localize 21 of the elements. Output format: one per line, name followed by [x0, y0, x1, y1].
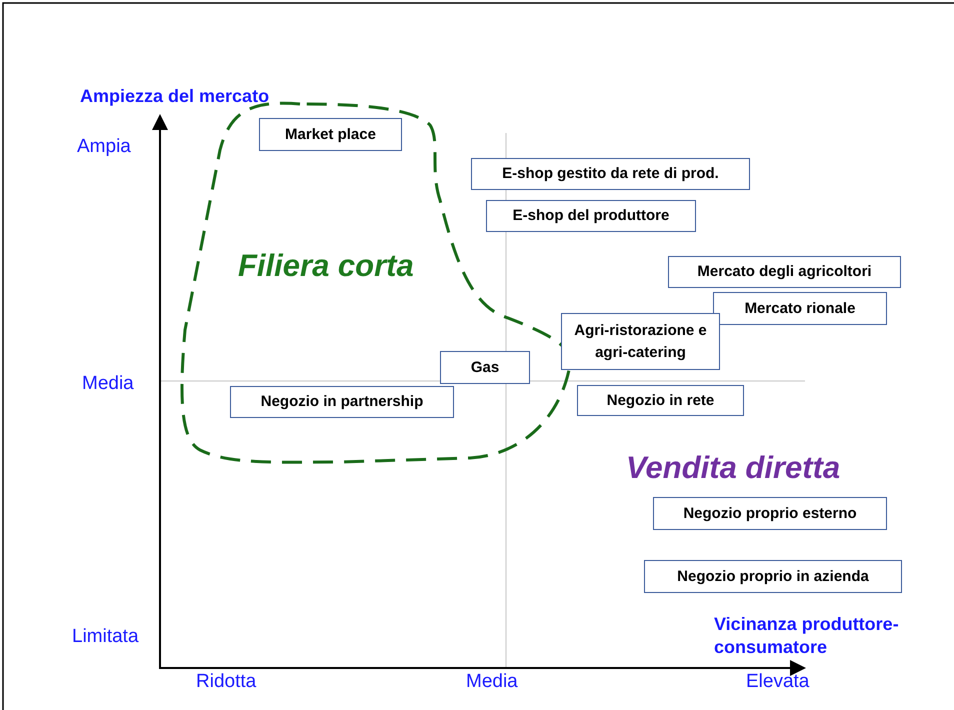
category-box: Mercato rionale	[713, 292, 887, 325]
category-box: Negozio proprio in azienda	[644, 560, 902, 593]
category-box: E-shop del produttore	[486, 200, 696, 232]
axis-tick-label: Limitata	[72, 626, 139, 648]
axis-tick-label: Media	[466, 671, 518, 693]
axis-tick-label: Ridotta	[196, 671, 256, 693]
category-box: Market place	[259, 118, 402, 151]
axis-title: Ampiezza del mercato	[80, 86, 270, 107]
category-box: Mercato degli agricoltori	[668, 256, 901, 288]
axis-title: Vicinanza produttore-consumatore	[714, 613, 900, 660]
category-box: Negozio in rete	[577, 385, 744, 416]
axis-tick-label: Elevata	[746, 671, 810, 693]
category-box: Negozio in partnership	[230, 386, 454, 418]
region-title: Vendita diretta	[626, 450, 840, 486]
category-box: Agri-ristorazione e agri-catering	[561, 313, 720, 370]
region-title: Filiera corta	[238, 248, 414, 284]
axis-tick-label: Media	[82, 373, 134, 395]
axis-tick-label: Ampia	[77, 136, 131, 158]
category-box: Gas	[440, 351, 530, 384]
category-box: E-shop gestito da rete di prod.	[471, 158, 750, 190]
category-box: Negozio proprio esterno	[653, 497, 887, 530]
